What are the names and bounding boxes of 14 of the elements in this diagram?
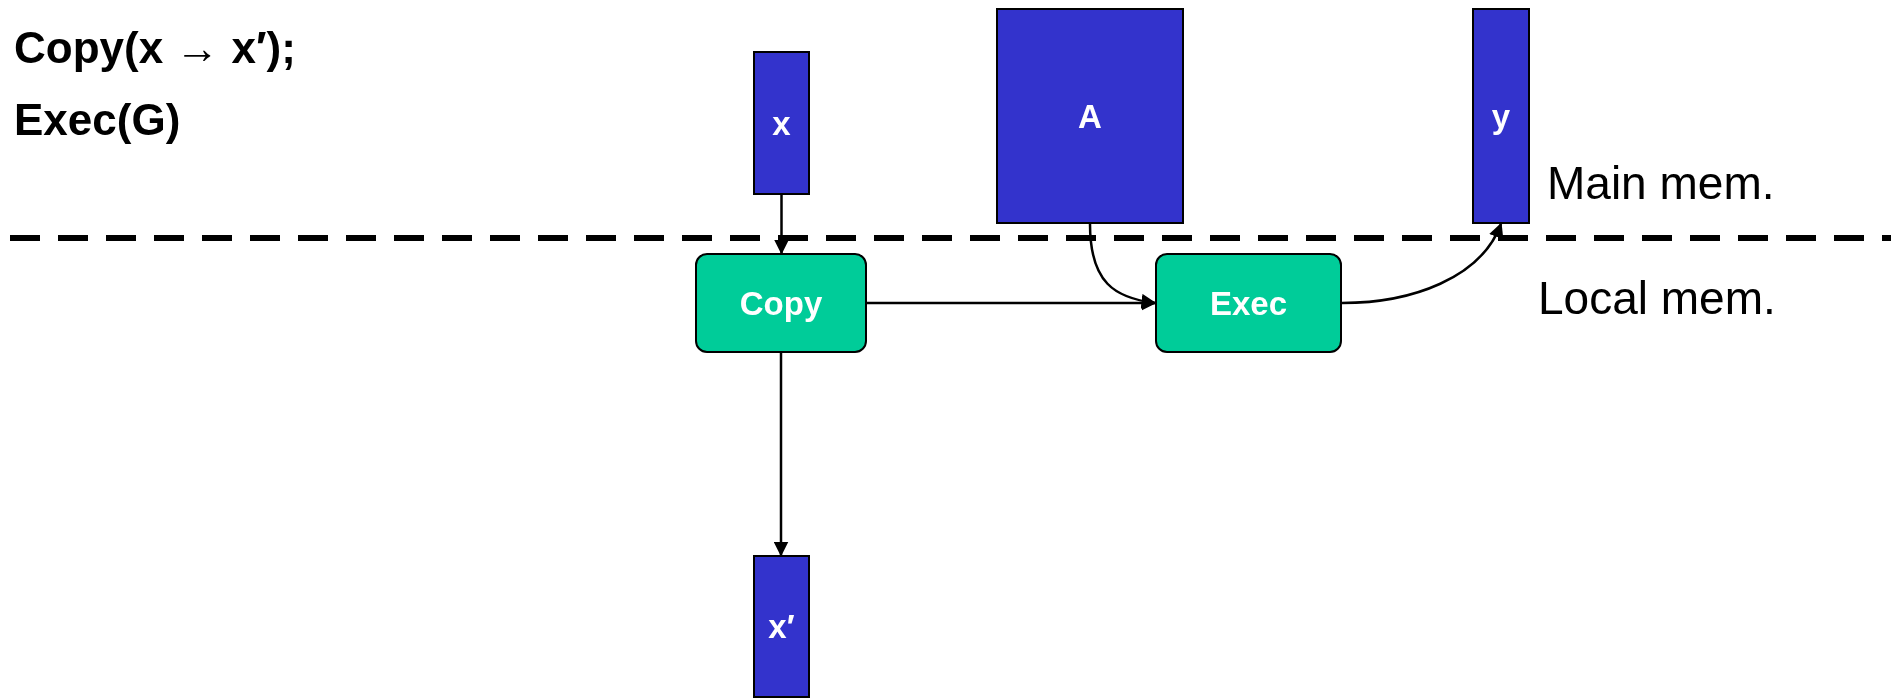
memory-block: x′ (753, 555, 810, 698)
arrow (773, 353, 789, 557)
task-box: Exec (1155, 253, 1342, 353)
code-line: Exec(G) (14, 94, 181, 146)
memory-block: x (753, 51, 810, 195)
arrow (774, 195, 789, 255)
region-label: Local mem. (1538, 271, 1776, 326)
code-line: Copy(x → x′); (14, 22, 296, 74)
arrow (1088, 223, 1157, 309)
arrow (1341, 222, 1503, 305)
memory-block: y (1472, 8, 1530, 224)
memory-block: A (996, 8, 1184, 224)
task-box: Copy (695, 253, 867, 353)
region-label: Main mem. (1547, 156, 1775, 211)
